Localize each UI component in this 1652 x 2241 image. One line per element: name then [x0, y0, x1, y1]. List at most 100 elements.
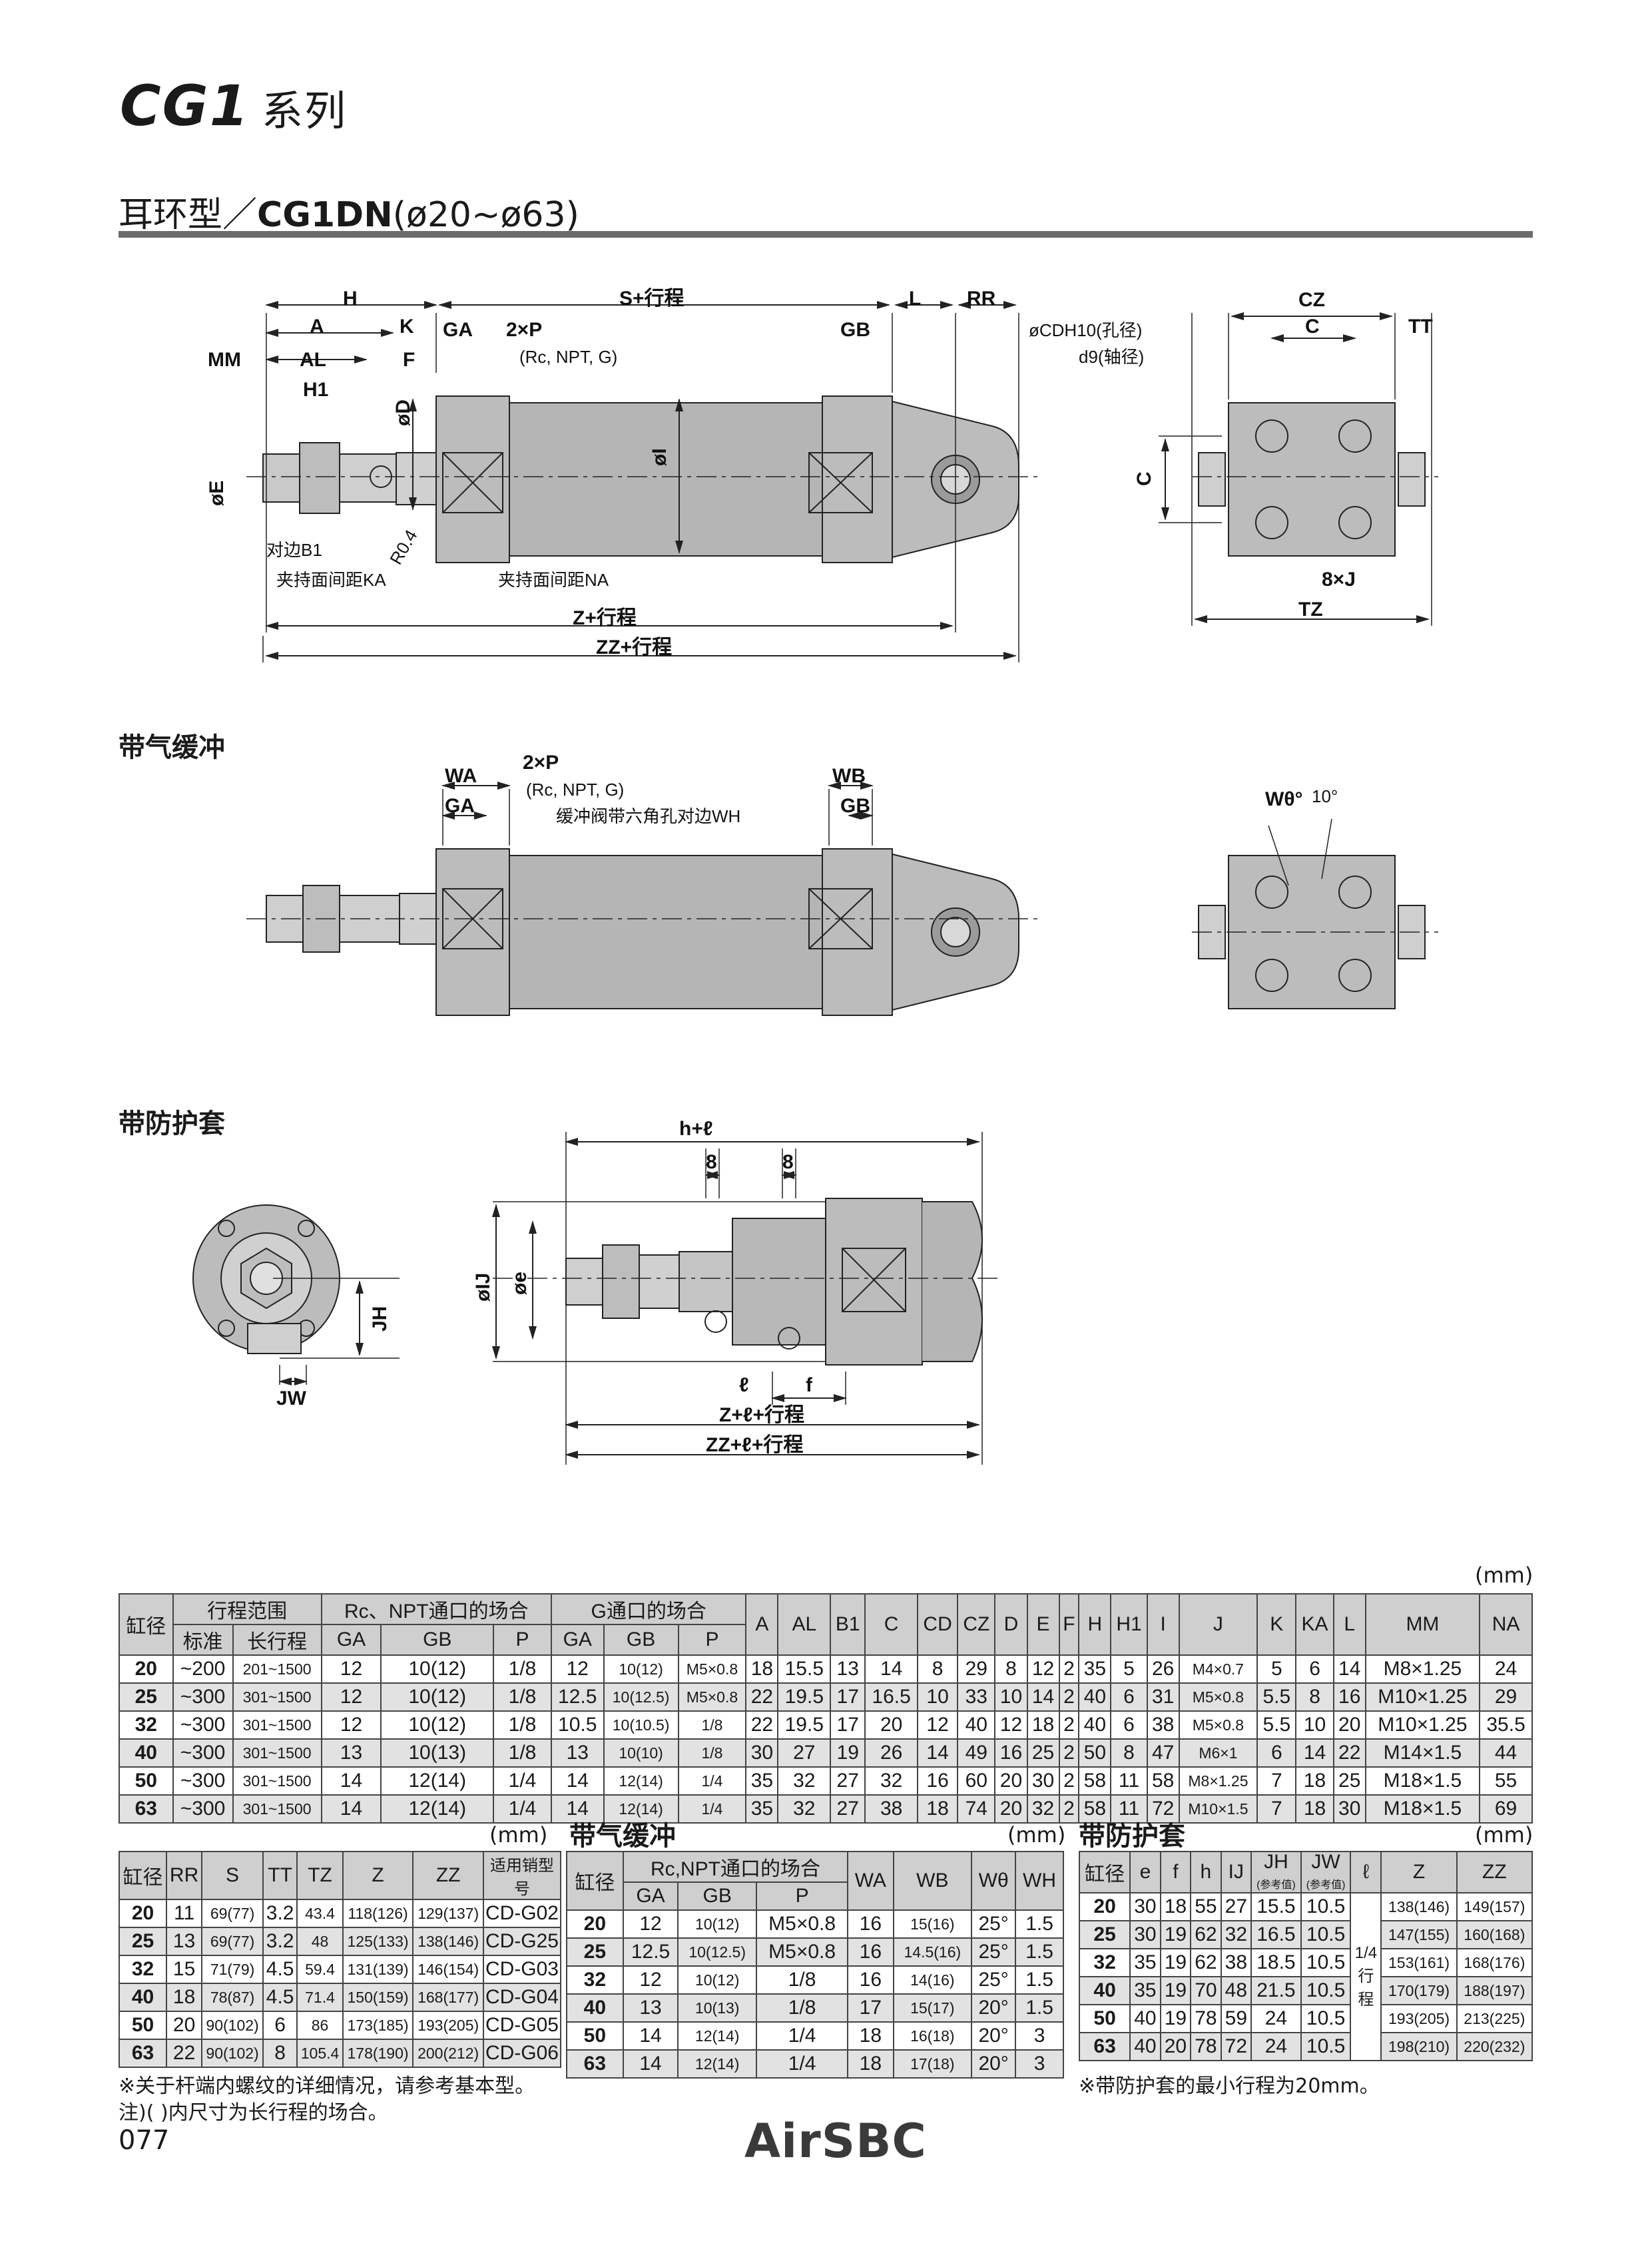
th-rc-npt: Rc、NPT通口的场合 — [320, 1593, 552, 1625]
table-cell: 20 — [994, 1766, 1028, 1796]
table-cell: 138(146) — [1380, 1892, 1458, 1921]
table-cell: 32 — [119, 1710, 174, 1740]
table-cell: 6 — [1256, 1738, 1297, 1768]
dim-CZ: CZ — [1298, 289, 1325, 311]
dim-8J: 8×J — [1322, 569, 1356, 591]
table-cell: 20 — [119, 1654, 174, 1684]
table-cell: 35 — [745, 1766, 779, 1796]
table-cell: 6 — [262, 2011, 298, 2040]
table-cell: 3.2 — [262, 1899, 298, 1928]
dim-ports: (Rc, NPT, G) — [519, 347, 617, 367]
table-cell: ~300 — [172, 1710, 234, 1740]
dim-NA: 夹持面间距NA — [498, 570, 609, 590]
table-cell: 14 — [320, 1794, 382, 1824]
table-cell: 90(102) — [201, 2011, 264, 2040]
th-bore: 缸径 — [119, 1593, 174, 1656]
table-cell: 30 — [1332, 1794, 1366, 1824]
table-cell: 40 — [1129, 2004, 1161, 2033]
table-cell: 27 — [830, 1794, 866, 1824]
cushion-GA: GA — [445, 795, 475, 817]
dim-AL: AL — [300, 349, 326, 371]
table-cell: 15.5 — [1250, 1892, 1302, 1921]
cushion-WA: WA — [445, 765, 477, 787]
table-cell: 38 — [1146, 1710, 1180, 1740]
table-cell: 301~1500 — [232, 1794, 322, 1824]
table-cell: 14 — [1332, 1654, 1366, 1684]
table-cell: CD-G02 — [482, 1899, 562, 1928]
table-cell: 48 — [1220, 1976, 1252, 2005]
table-cell: 13 — [830, 1654, 866, 1684]
table-cell: 69 — [1479, 1794, 1533, 1824]
table-cell: 35 — [1129, 1976, 1161, 2005]
table-cell: 78 — [1190, 2004, 1222, 2033]
table-cell: 15(16) — [892, 1909, 973, 1939]
table-cell: 40 — [1078, 1976, 1131, 2005]
table-cell: 14.5(16) — [892, 1937, 973, 1967]
table-cell: 32 — [566, 1965, 624, 1995]
table-cell: 25 — [119, 1682, 174, 1712]
table-cell: ~200 — [172, 1654, 234, 1684]
table-cell: M14×1.5 — [1364, 1738, 1481, 1768]
table-cell: 17(18) — [892, 2049, 973, 2079]
table-cell: 4.5 — [262, 1983, 298, 2012]
table-cell: 63 — [119, 1794, 174, 1824]
table-cell: M6×1 — [1178, 1738, 1258, 1768]
table-cell: 25° — [971, 1937, 1017, 1967]
table-cell: 16 — [847, 1909, 894, 1939]
table-cell: M10×1.5 — [1178, 1794, 1258, 1824]
table-cell: 22 — [166, 2039, 203, 2068]
table-cell: 90(102) — [201, 2039, 264, 2068]
table-cell: 149(157) — [1456, 1892, 1533, 1921]
table-cell: 30 — [1129, 1920, 1161, 1949]
dim-C-side: C — [1133, 471, 1155, 486]
table-cell: 20° — [971, 2021, 1017, 2051]
table-cell: 25 — [566, 1937, 624, 1967]
table-cell: 30 — [1026, 1766, 1060, 1796]
table-cell: 138(146) — [412, 1927, 484, 1956]
cushion-Wtheta: Wθ° — [1265, 788, 1303, 810]
boot-IJ: øIJ — [472, 1273, 494, 1302]
table-cell: 25 — [118, 1927, 168, 1956]
cushion-drawing: WA GA 2×P WB GB Wθ° (Rc, NPT, G) 缓冲阀带六角孔… — [246, 752, 1438, 1016]
table-cell: 20 — [1078, 1892, 1131, 1921]
unit-t4: (mm) — [1475, 1822, 1533, 1848]
table-cell: 40 — [1129, 2032, 1161, 2061]
table-cell: 35.5 — [1479, 1710, 1533, 1740]
table-cell: 1/4 — [677, 1766, 747, 1796]
table-cell: 18 — [847, 2049, 894, 2079]
table-cell: 2 — [1058, 1654, 1080, 1684]
table-cell: M18×1.5 — [1364, 1766, 1481, 1796]
table-cell: 15 — [166, 1955, 203, 1984]
dim-Z: Z+行程 — [573, 607, 637, 629]
table-cell: 160(168) — [1456, 1920, 1533, 1949]
boot-e: øe — [509, 1272, 531, 1295]
table-cell: 14 — [550, 1766, 605, 1796]
cushion-WH: 缓冲阀带六角孔对边WH — [556, 806, 740, 826]
table-cell: 10(13) — [677, 1993, 757, 2023]
table-cell: 2 — [1058, 1682, 1080, 1712]
dim-H1: H1 — [303, 379, 328, 401]
table-cell: 10.5 — [1300, 2004, 1352, 2033]
table-cell: CD-G25 — [482, 1927, 562, 1956]
table-cell: 59.4 — [296, 1955, 344, 1984]
dim-d9: d9(轴径) — [1079, 347, 1144, 367]
table-cell: 10.5 — [1300, 2032, 1352, 2061]
table-cell: 173(185) — [342, 2011, 414, 2040]
table-cell: 168(176) — [1456, 1948, 1533, 1977]
table-cell: 1.5 — [1015, 1993, 1064, 2023]
table-cell: 12 — [320, 1654, 382, 1684]
l-value-cell: 1/4行程 — [1350, 1892, 1382, 2061]
table-cell: 178(190) — [342, 2039, 414, 2068]
table-cell: 78 — [1190, 2032, 1222, 2061]
table-cell: 20 — [1332, 1710, 1366, 1740]
table-cell: 32 — [864, 1766, 918, 1796]
table-cell: 14 — [622, 2049, 679, 2079]
table-cell: 16.5 — [1250, 1920, 1302, 1949]
